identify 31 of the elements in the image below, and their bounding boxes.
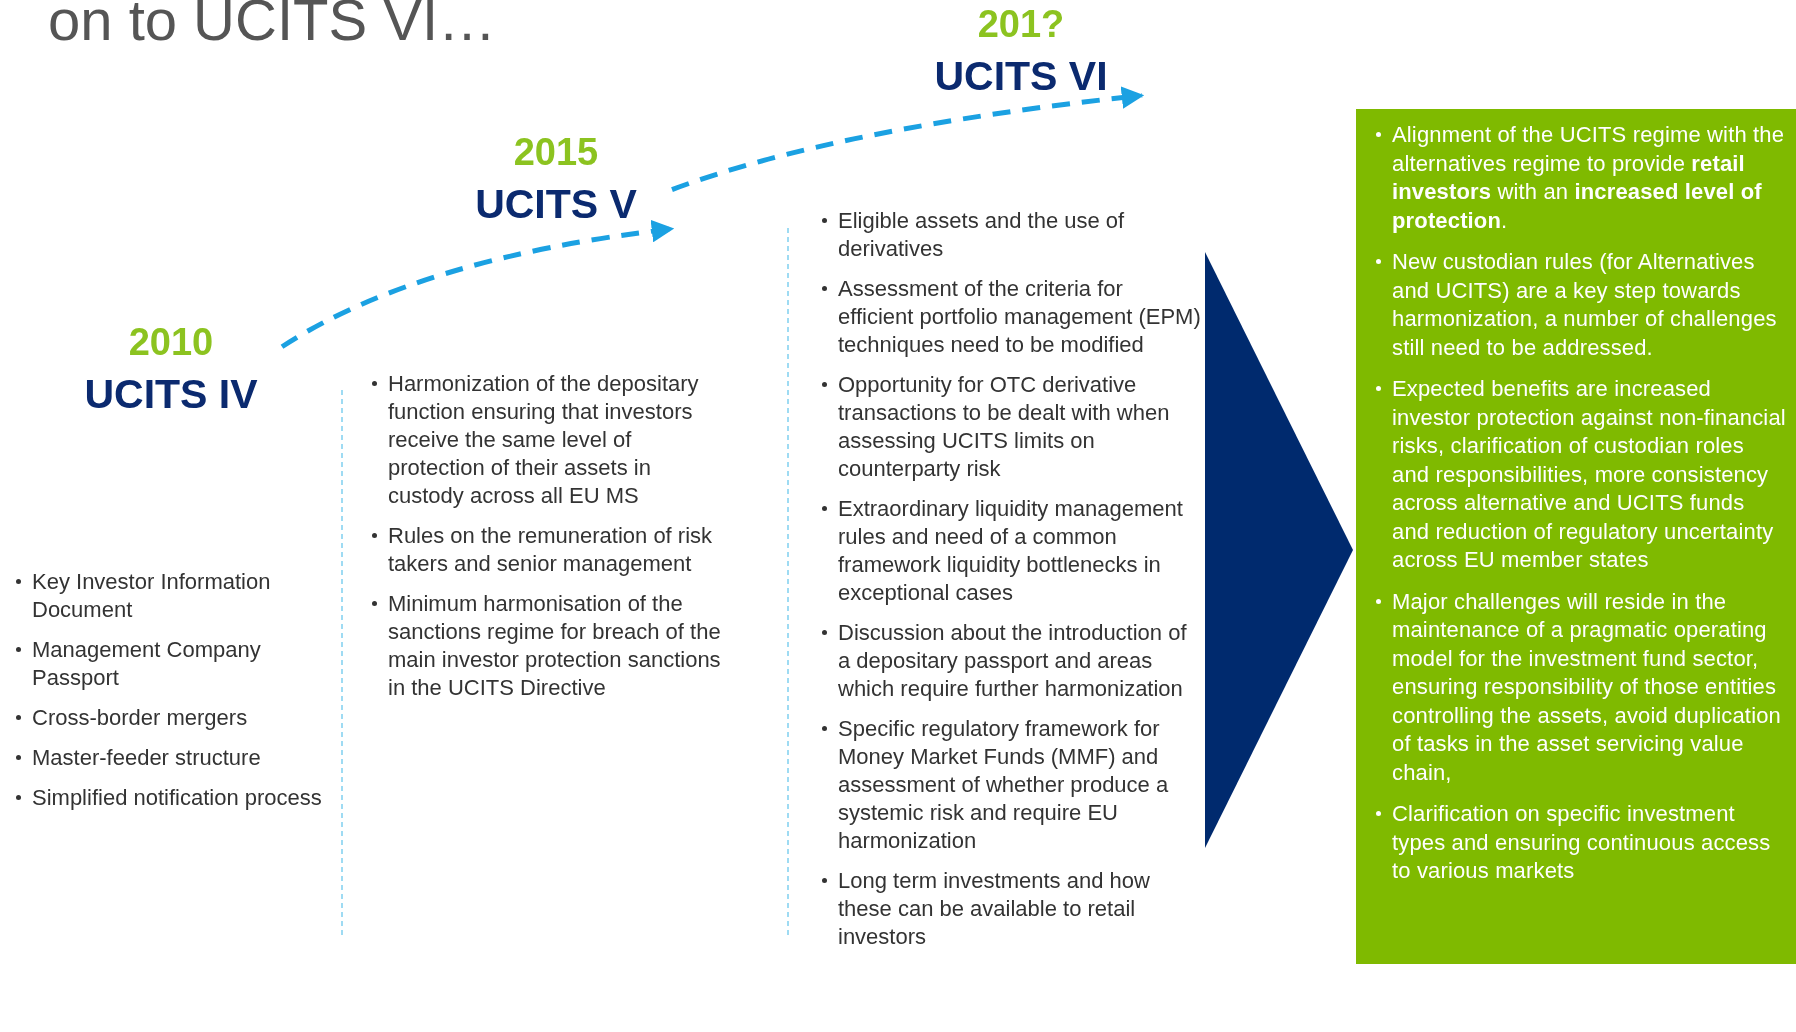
bullet-point: Master-feeder structure xyxy=(32,745,261,770)
bullet-point: Alignment of the UCITS regime with the alternatives regime to provide retail investors with an increased level of protection. xyxy=(1392,122,1785,233)
version-title: UCITS IV xyxy=(83,370,259,419)
year-label: 2015 xyxy=(512,130,600,175)
bullet-point: Key Investor Information Document xyxy=(32,569,271,622)
bullet-point: Assessment of the criteria for efficient portfolio management (EPM) techniques need to be modified xyxy=(838,276,1201,357)
bullet-point: Long term investments and how these can be available to retail investors xyxy=(838,868,1150,949)
bullet-point: Cross-border mergers xyxy=(32,705,248,730)
dashed-arrow xyxy=(671,86,1145,192)
bullet-point: Expected benefits are increased investor protection against non-financial risks, clarification of custodian roles and responsibilities, more consistency across alternative and UCITS funds and reduction of regulatory uncertainty across EU member states xyxy=(1392,376,1786,572)
version-title: UCITS VI xyxy=(933,52,1109,101)
bullet-point: Management Company Passport xyxy=(32,637,261,690)
bullet-point: Extraordinary liquidity management rules and need of a common framework liquidity bottlenecks in exceptional cases xyxy=(838,496,1183,605)
version-title: UCITS V xyxy=(474,180,638,229)
bullet-point: Minimum harmonisation of the sanctions regime for breach of the main investor protection sanctions in the UCITS Directive xyxy=(388,591,721,700)
bullet-point: Major challenges will reside in the maintenance of a pragmatic operating model for the investment fund sector, ensuring responsibility of those entities controlling the assets, avoid duplication of tasks in the asset servicing value chain, xyxy=(1392,588,1781,785)
slide-title: on to UCITS VI… xyxy=(48,0,497,53)
bullet-point: New custodian rules (for Alternatives and UCITS) are a key step towards harmonization, a number of challenges still need to be addressed. xyxy=(1392,249,1777,360)
bullet-point: Eligible assets and the use of derivatives xyxy=(838,208,1125,261)
bullet-point: Rules on the remuneration of risk takers and senior management xyxy=(388,523,713,576)
year-label: 201? xyxy=(976,2,1066,47)
year-label: 2010 xyxy=(127,320,215,365)
bullet-point: Opportunity for OTC derivative transactions to be dealt with when assessing UCITS limits on counterparty risk xyxy=(838,372,1170,481)
chevron-arrow xyxy=(1205,252,1353,848)
bullet-point: Simplified notification process xyxy=(32,785,322,810)
dashed-arrow xyxy=(280,220,675,349)
bullet-point: Clarification on specific investment types and ensuring continuous access to various markets xyxy=(1392,801,1771,883)
info-panel xyxy=(1356,109,1796,964)
bullet-point: Discussion about the introduction of a depositary passport and areas which require further harmonization xyxy=(838,620,1187,701)
bullet-point: Specific regulatory framework for Money Market Funds (MMF) and assessment of whether produce a systemic risk and require EU harmonization xyxy=(838,716,1169,853)
bullet-point: Harmonization of the depositary function ensuring that investors receive the same level of protection of their assets in custody across all EU MS xyxy=(388,371,699,508)
